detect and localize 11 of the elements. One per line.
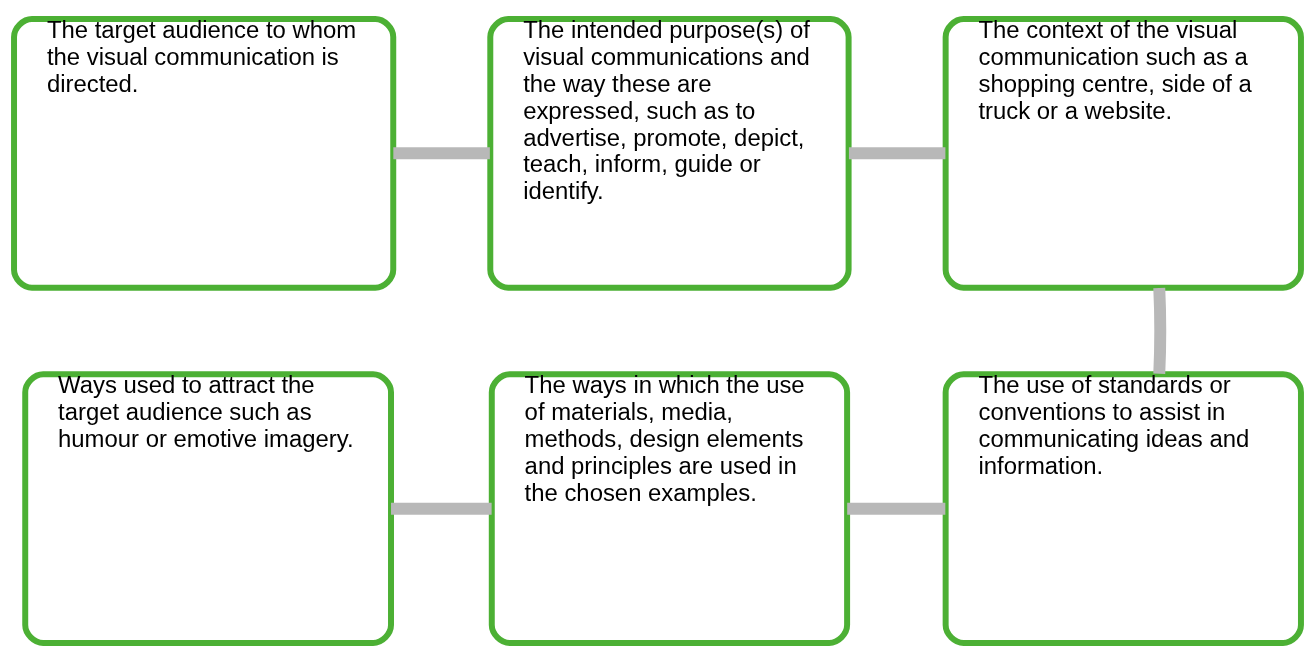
- node-box: Ways used to attract the target audience such as humour or emotive imagery.: [22, 371, 394, 646]
- connector: [1153, 287, 1167, 374]
- node-box: The target audience to whom the visual communication is directed.: [11, 16, 397, 291]
- connector: [848, 147, 946, 160]
- connector: [847, 502, 946, 515]
- node-box: The use of standards or conventions to assist in communicating ideas and information.: [942, 371, 1304, 646]
- node-box: The intended purpose(s) of visual communications and the way these are expressed, such as to advertise, promote, depict, teach, inform, guide or identify.: [487, 16, 852, 291]
- node-box: The ways in which the use of materials, media, methods, design elements and principles are used in the chosen examples.: [488, 371, 851, 646]
- node-box: The context of the visual communication such as a shopping centre, side of a truck or a website.: [942, 16, 1304, 291]
- connector: [391, 502, 492, 515]
- connector: [393, 147, 490, 160]
